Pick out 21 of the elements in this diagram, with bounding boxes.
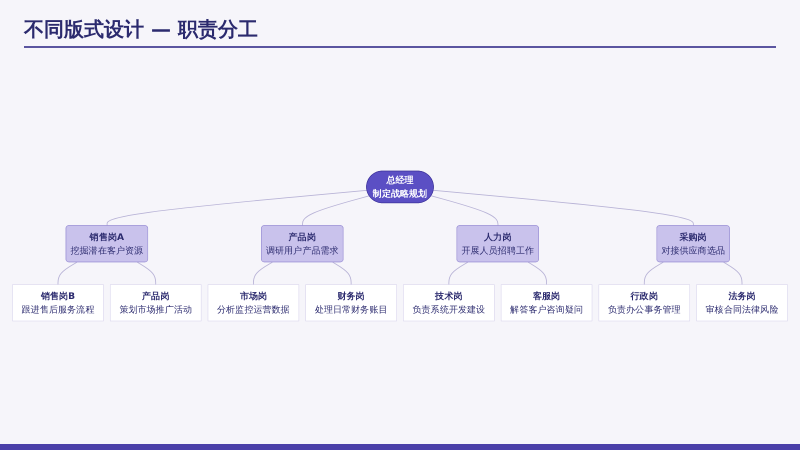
node-box: 行政岗 负责办公事务管理 [598,284,690,322]
connector [448,262,468,286]
connector [136,262,156,286]
node-box: 财务岗 处理日常财务账目 [305,284,397,322]
connector [528,262,547,286]
node-box: 法务岗 审核合同法律风险 [696,284,788,322]
connector [58,262,78,286]
connector [644,262,664,286]
slide-title: 不同版式设计 — 职责分工 [24,16,258,43]
node-box: 技术岗 负责系统开发建设 [403,284,495,322]
connector [106,190,368,226]
node-box: 产品岗 策划市场推广活动 [110,284,202,322]
connector [302,195,370,226]
node-box: 市场岗 分析监控运营数据 [208,284,300,322]
connector [430,195,498,226]
node-box: 客服岗 解答客户咨询疑问 [500,284,592,322]
connector [332,262,352,286]
connector [433,190,694,226]
connector [253,262,273,286]
connector [723,262,742,286]
node-box: 销售岗B 跟进售后服务流程 [12,284,104,322]
